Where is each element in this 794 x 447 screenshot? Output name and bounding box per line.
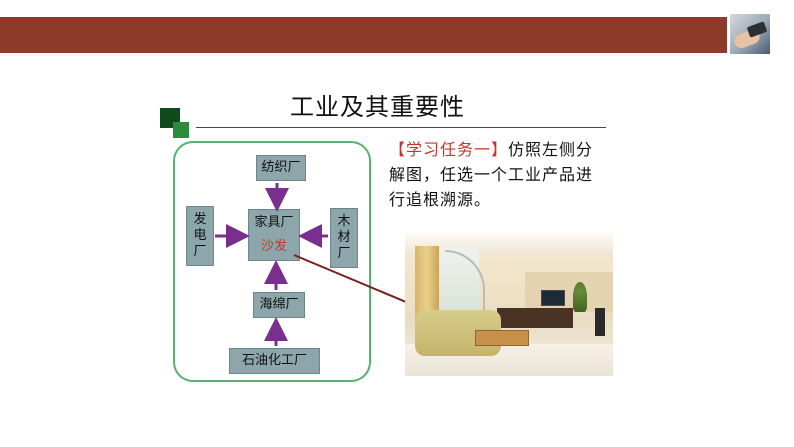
node-power-plant: 发 电 厂	[186, 206, 214, 266]
node-petrochemical-plant: 石油化工厂	[229, 348, 320, 374]
header-divider	[727, 17, 730, 53]
node-sofa-label: 沙发	[260, 239, 287, 254]
speaker-icon	[595, 308, 605, 336]
phone-hand-thumbnail	[730, 14, 770, 54]
node-power-plant-char-1: 发	[193, 211, 207, 227]
task-body: 仿照左侧分解图，任选一个工业产品进行追根溯源。	[389, 140, 594, 209]
node-wood-char-1: 木	[337, 213, 351, 229]
slide-title: 工业及其重要性	[290, 93, 465, 121]
floor-lamp-icon	[445, 250, 485, 310]
tv-icon	[541, 290, 565, 306]
node-power-plant-char-3: 厂	[193, 244, 207, 260]
photo-back-wall	[525, 272, 613, 312]
photo-tv-cabinet	[497, 308, 573, 328]
node-wood-factory: 木 材 厂	[330, 208, 358, 268]
node-furniture-label: 家具厂	[254, 214, 294, 230]
node-wood-char-2: 材	[337, 229, 351, 245]
plant-icon	[573, 282, 587, 312]
node-wood-char-3: 厂	[337, 246, 351, 262]
header-bar	[0, 17, 727, 53]
node-power-plant-char-2: 电	[193, 227, 207, 243]
living-room-photo	[405, 232, 613, 376]
coffee-table-icon	[475, 330, 529, 346]
title-underline	[196, 127, 606, 128]
task-description: 【学习任务一】仿照左侧分解图，任选一个工业产品进行追根溯源。	[389, 137, 609, 212]
title-decor-square-light	[173, 122, 189, 138]
node-textile-factory: 纺织厂	[256, 155, 306, 181]
task-highlight: 【学习任务一】	[389, 140, 509, 159]
diagram-frame	[173, 141, 371, 382]
